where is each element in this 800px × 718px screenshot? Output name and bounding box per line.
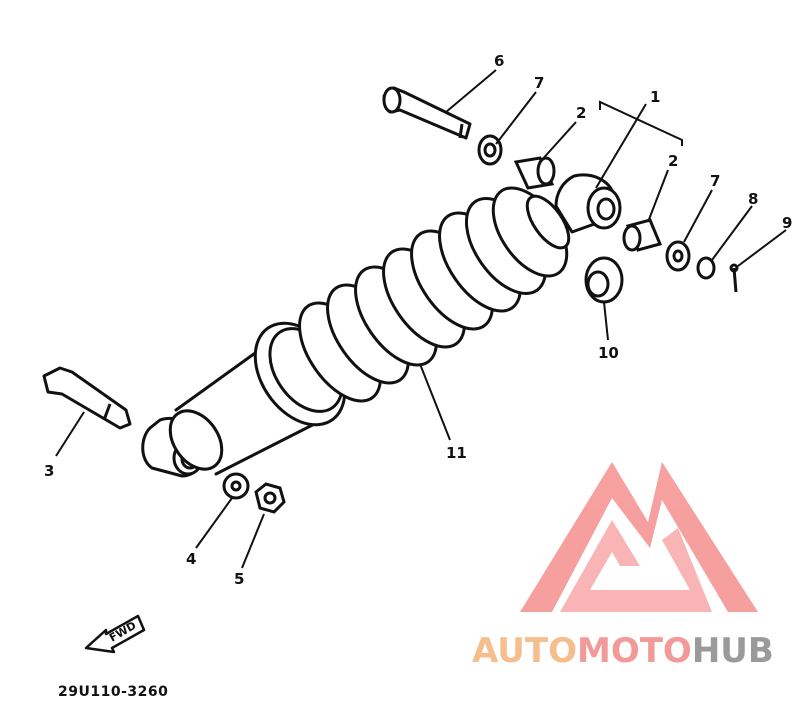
dust-cap [584,256,624,304]
washer-small [696,256,716,280]
callout-6: 6 [494,52,504,70]
watermark-part-hub: HUB [692,631,774,671]
lower-nut [254,482,286,514]
callout-8: 8 [748,190,758,208]
watermark-part-auto: AUTO [472,631,577,671]
bushing-right [622,218,663,252]
callout-9: 9 [782,214,792,232]
drawing-code: 29U110-3260 [58,684,168,700]
watermark-logo [520,462,758,612]
cotter-pin [729,263,739,293]
callout-4: 4 [186,550,196,568]
upper-bolt [382,86,472,140]
callout-2-left: 2 [576,104,586,122]
lower-bolt [42,366,132,430]
washer-left [477,134,503,166]
shock-absorber [141,173,622,478]
callout-5: 5 [234,570,244,588]
callout-7-left: 7 [534,74,544,92]
watermark-wordmark: AUTOMOTOHUB [472,631,774,671]
callout-11: 11 [446,444,467,462]
washer-right [665,240,691,272]
spring-coils [298,186,569,403]
lower-washer [222,472,250,500]
callout-3: 3 [44,462,54,480]
fwd-arrow: FWD [84,614,146,654]
watermark-part-moto: MOTO [577,631,692,671]
callout-2-right: 2 [668,152,678,170]
svg-text:AUTOMOTOHUB: AUTOMOTOHUB [472,631,774,671]
callout-10: 10 [598,344,619,362]
leader-lines [55,69,787,569]
callout-7-right: 7 [710,172,720,190]
bushing-left [513,156,556,190]
callout-1: 1 [650,88,660,106]
callout-labels: 1 2 2 3 4 5 6 7 7 8 9 10 11 [44,52,792,588]
